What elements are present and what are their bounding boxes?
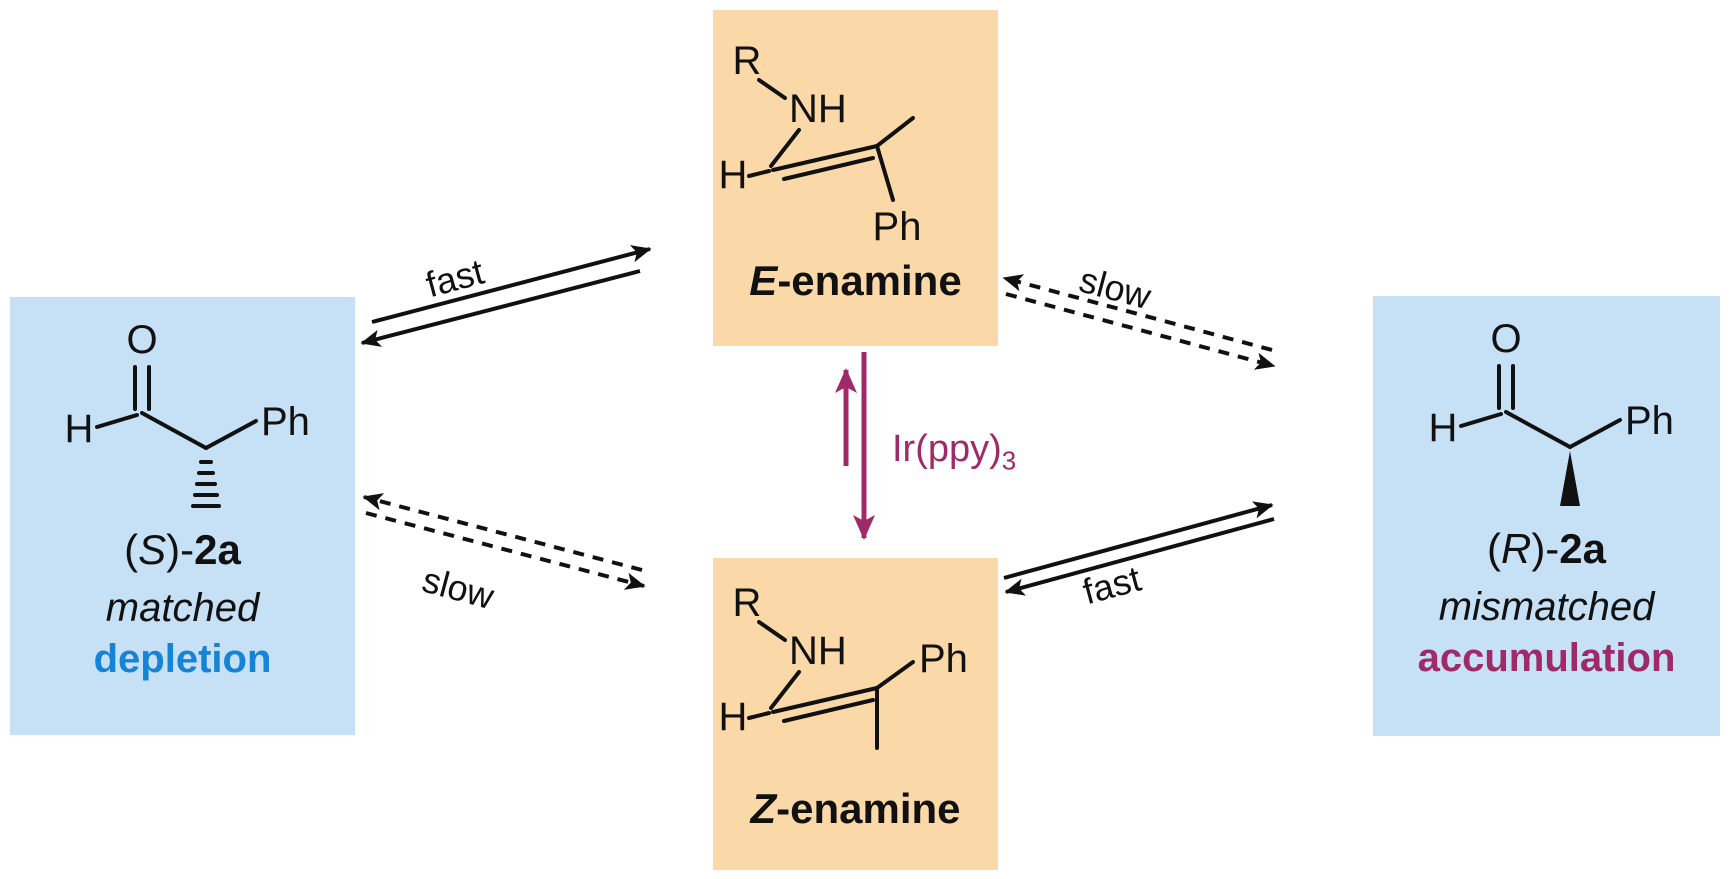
nh-label: NH — [789, 87, 847, 131]
accumulation-text: accumulation — [1417, 636, 1676, 680]
phenyl-label: Ph — [873, 205, 922, 249]
r-group-label: R — [733, 581, 762, 625]
z-enamine-label: Z-enamine — [750, 785, 961, 832]
matched-text: matched — [105, 586, 260, 630]
phenyl-label: Ph — [1625, 399, 1674, 443]
fast-label-top-left: fast — [421, 251, 488, 306]
photoisomerization-arrow — [834, 352, 876, 541]
r-2a-compound-label: (R)-2a — [1486, 525, 1607, 572]
fast-arrow-top-left — [360, 245, 652, 347]
hydrogen-label: H — [719, 153, 748, 197]
e-enamine-label: E-enamine — [749, 257, 962, 304]
oxygen-label: O — [126, 318, 157, 362]
slow-label-top-right: slow — [1075, 259, 1156, 318]
nh-label: NH — [789, 629, 847, 673]
slow-arrow-top-right — [1002, 274, 1276, 370]
e-enamine-panel: R NH H Ph E-enamine — [713, 10, 998, 346]
e-enamine-structure: R NH H Ph — [719, 39, 922, 249]
slow-arrow-bottom-left — [362, 493, 646, 590]
r-2a-structure: O H Ph — [1428, 317, 1674, 506]
solid-wedge — [1559, 451, 1580, 506]
hydrogen-label: H — [1428, 406, 1457, 450]
s-2a-structure: O H Ph — [64, 318, 310, 508]
fast-label-bottom-right: fast — [1078, 558, 1145, 613]
phenyl-label: Ph — [919, 637, 968, 681]
z-enamine-bonds — [747, 620, 915, 750]
s-2a-panel: O H Ph (S)-2a matched depletion — [10, 297, 355, 735]
z-enamine-structure: R NH H Ph — [719, 581, 968, 750]
s-2a-bonds — [94, 365, 258, 508]
r-2a-bonds — [1458, 364, 1622, 449]
fast-arrow-bottom-right — [1003, 501, 1275, 596]
z-enamine-panel: R NH H Ph Z-enamine — [713, 558, 998, 870]
hydrogen-label: H — [719, 695, 748, 739]
catalyst-label: Ir(ppy)3 — [892, 428, 1017, 476]
oxygen-label: O — [1490, 317, 1521, 361]
r-group-label: R — [733, 39, 762, 83]
hydrogen-label: H — [64, 407, 93, 451]
e-enamine-bonds — [747, 78, 915, 202]
r-2a-panel: O H Ph (R)-2a mismatched accumulation — [1373, 296, 1720, 736]
phenyl-label: Ph — [261, 400, 310, 444]
mismatched-text: mismatched — [1438, 585, 1655, 629]
slow-label-bottom-left: slow — [418, 559, 499, 618]
s-2a-compound-label: (S)-2a — [124, 526, 241, 573]
depletion-text: depletion — [93, 637, 272, 681]
